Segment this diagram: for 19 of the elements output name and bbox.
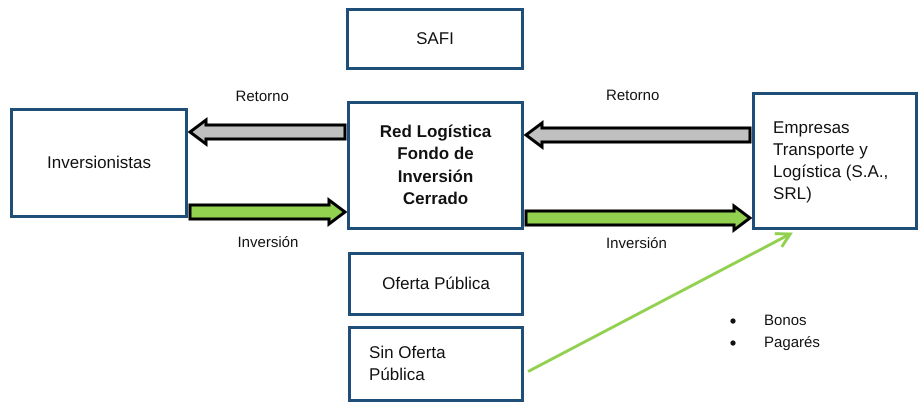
- node-text: Sin Oferta Pública: [369, 342, 447, 386]
- list-text: Bonos: [764, 312, 807, 329]
- block-arrow: [524, 203, 752, 233]
- block-arrow: [188, 117, 346, 147]
- process-box: [752, 92, 918, 230]
- node-text: Red Logística Fondo de Inversión Cerrado: [378, 121, 492, 210]
- process-box: [348, 326, 524, 402]
- process-box: [10, 108, 188, 218]
- arrow: [527, 232, 792, 373]
- process-box: [348, 252, 524, 316]
- block-arrow: [524, 120, 752, 150]
- node-text: Empresas Transporte y Logística (S.A., SRL): [773, 116, 890, 206]
- process-box: [346, 8, 524, 70]
- node-text: SAFI: [416, 28, 454, 50]
- list-text: Pagarés: [764, 334, 820, 351]
- block-arrow: [188, 197, 348, 227]
- node-text: Inversionistas: [47, 152, 151, 174]
- process-box: [347, 101, 524, 230]
- node-text: Oferta Pública: [382, 272, 490, 295]
